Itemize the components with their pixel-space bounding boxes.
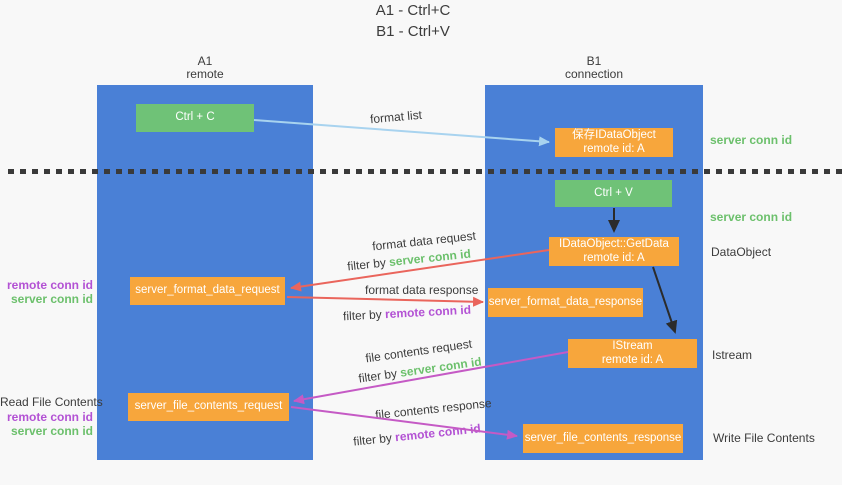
ctrl-c-action-box: Ctrl + C (136, 104, 254, 132)
left-column-subtitle: remote (186, 67, 224, 81)
istream-line1: IStream (612, 340, 653, 352)
write-file-contents-annotation: Write File Contents (713, 431, 815, 445)
server-format-data-request-label: server_format_data_request (135, 284, 280, 297)
left-column-name: A1 (197, 54, 213, 68)
dataobject-annotation: DataObject (711, 245, 772, 259)
diagram-title: A1 - Ctrl+C B1 - Ctrl+V (0, 0, 826, 42)
phase-separator-dotted-line (8, 169, 842, 174)
filter-by-text: filter by (346, 255, 390, 274)
server-conn-id-annotation-2: server conn id (10, 424, 93, 438)
right-column-subtitle: connection (564, 67, 624, 81)
server-file-contents-request-box: server_file_contents_request (128, 393, 289, 421)
format-data-response-filter-label: filter by remote conn id (343, 303, 472, 324)
format-list-label: format list (369, 107, 423, 127)
istream-box: IStream remote id: A (568, 339, 697, 368)
server-conn-id-annotation-mid: server conn id (710, 210, 793, 224)
server-file-contents-response-label: server_file_contents_response (524, 431, 682, 444)
save-dataobject-line2: remote id: A (583, 142, 645, 155)
remote-conn-id-annotation-1: remote conn id (6, 278, 93, 292)
ctrl-c-label: Ctrl + C (175, 111, 215, 124)
ctrl-v-action-box: Ctrl + V (555, 180, 672, 207)
getdata-line1: IDataObject::GetData (559, 238, 669, 250)
filter-by-text: filter by (342, 307, 386, 324)
idataobject-getdata-box: IDataObject::GetData remote id: A (549, 237, 679, 266)
read-file-contents-annotation: Read File Contents (0, 395, 103, 409)
server-file-contents-response-box: server_file_contents_response (523, 424, 683, 453)
filter-by-text: filter by (352, 430, 396, 449)
istream-line2: remote id: A (601, 353, 664, 366)
file-contents-response-label: file contents response (374, 395, 493, 423)
server-file-contents-request-label: server_file_contents_request (134, 400, 283, 413)
remote-conn-id-annotation-2: remote conn id (6, 410, 93, 424)
title-line-1: A1 - Ctrl+C (375, 2, 451, 19)
server-format-data-request-box: server_format_data_request (130, 277, 285, 305)
format-data-response-arrow (286, 296, 484, 307)
server-conn-id-annotation-top: server conn id (710, 133, 793, 147)
filter-by-text: filter by (357, 365, 402, 386)
ctrl-v-label: Ctrl + V (594, 186, 633, 199)
server-conn-id-annotation-1: server conn id (10, 292, 93, 306)
right-column-header: B1 connection (485, 55, 703, 81)
istream-annotation: Istream (712, 348, 753, 362)
remote-conn-id-text: remote conn id (384, 302, 472, 322)
remote-conn-id-text: remote conn id (394, 421, 482, 445)
getdata-line2: remote id: A (583, 251, 645, 264)
format-data-response-label: format data response (365, 283, 479, 297)
save-dataobject-line1: 保存IDataObject (572, 129, 656, 141)
title-line-2: B1 - Ctrl+V (376, 23, 450, 40)
save-dataobject-box: 保存IDataObject remote id: A (555, 128, 673, 157)
server-format-data-response-label: server_format_data_response (488, 295, 643, 308)
file-contents-response-filter-label: filter by remote conn id (353, 421, 482, 448)
server-format-data-response-box: server_format_data_response (488, 288, 643, 317)
left-column-header: A1 remote (97, 55, 313, 81)
right-column-name: B1 (586, 54, 602, 68)
format-data-request-filter-label: filter by server conn id (347, 247, 472, 274)
